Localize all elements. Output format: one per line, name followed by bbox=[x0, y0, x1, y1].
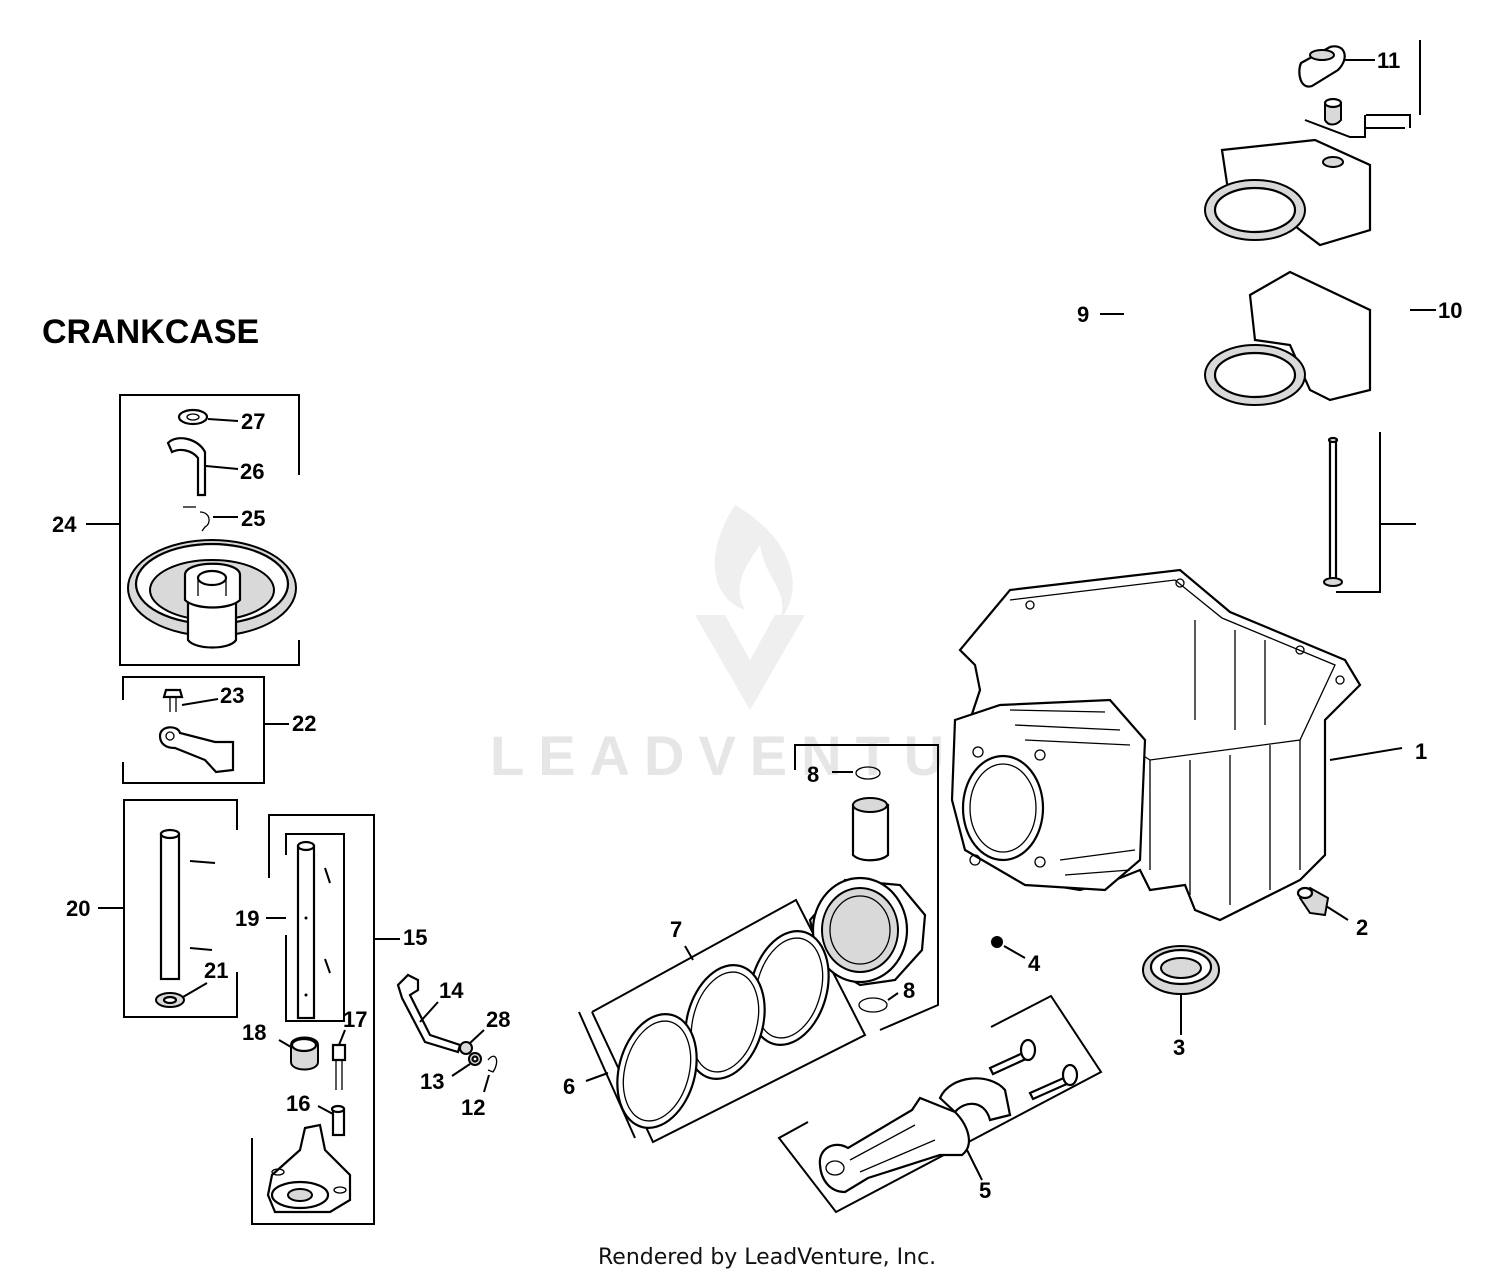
callout-21: 21 bbox=[204, 958, 228, 983]
part-22-lever-group bbox=[122, 676, 289, 784]
callout-24: 24 bbox=[52, 512, 77, 537]
callout-2: 2 bbox=[1356, 915, 1368, 940]
callout-25: 25 bbox=[241, 506, 265, 531]
callout-8-top: 8 bbox=[807, 762, 819, 787]
callout-23: 23 bbox=[220, 683, 244, 708]
part-15-oil-pump-group bbox=[251, 814, 400, 1225]
callout-17: 17 bbox=[343, 1007, 367, 1032]
callout-22: 22 bbox=[292, 711, 316, 736]
callout-14: 14 bbox=[439, 978, 464, 1003]
callout-8-bottom: 8 bbox=[903, 978, 915, 1003]
callout-16: 16 bbox=[286, 1091, 310, 1116]
callout-19: 19 bbox=[235, 906, 259, 931]
callout-18: 18 bbox=[242, 1020, 266, 1045]
callout-labels: 1 2 3 4 5 6 7 8 8 9 10 11 12 13 14 15 16… bbox=[52, 48, 1462, 1203]
callout-5: 5 bbox=[979, 1178, 991, 1203]
part-1-crankcase bbox=[950, 568, 1403, 922]
callout-26: 26 bbox=[240, 459, 264, 484]
callout-7: 7 bbox=[670, 917, 682, 942]
callout-3: 3 bbox=[1173, 1035, 1185, 1060]
callout-12: 12 bbox=[461, 1095, 485, 1120]
part-14-pickup-tube-group bbox=[396, 973, 498, 1093]
part-4-ball bbox=[991, 936, 1026, 959]
part-2-plug bbox=[1296, 886, 1349, 921]
callout-6: 6 bbox=[563, 1074, 575, 1099]
callout-28: 28 bbox=[486, 1007, 510, 1032]
footer-credit: Rendered by LeadVenture, Inc. bbox=[598, 1245, 936, 1270]
callout-27: 27 bbox=[241, 409, 265, 434]
callout-1: 1 bbox=[1415, 739, 1427, 764]
diagram-title: CRANKCASE bbox=[42, 313, 259, 351]
callout-15: 15 bbox=[403, 925, 427, 950]
callout-11: 11 bbox=[1377, 48, 1400, 73]
callout-4: 4 bbox=[1028, 951, 1041, 976]
part-20-shaft-group bbox=[98, 799, 238, 1018]
callout-10: 10 bbox=[1438, 298, 1462, 323]
callout-20: 20 bbox=[66, 896, 90, 921]
part-3-oil-seal bbox=[1142, 945, 1220, 1035]
callout-9: 9 bbox=[1077, 302, 1089, 327]
part-9-10-head-group bbox=[1100, 40, 1436, 593]
part-24-governor-gear-group bbox=[86, 394, 300, 666]
part-5-connecting-rod-group bbox=[777, 994, 1103, 1214]
callout-13: 13 bbox=[420, 1069, 444, 1094]
part-piston-group bbox=[578, 744, 939, 1144]
